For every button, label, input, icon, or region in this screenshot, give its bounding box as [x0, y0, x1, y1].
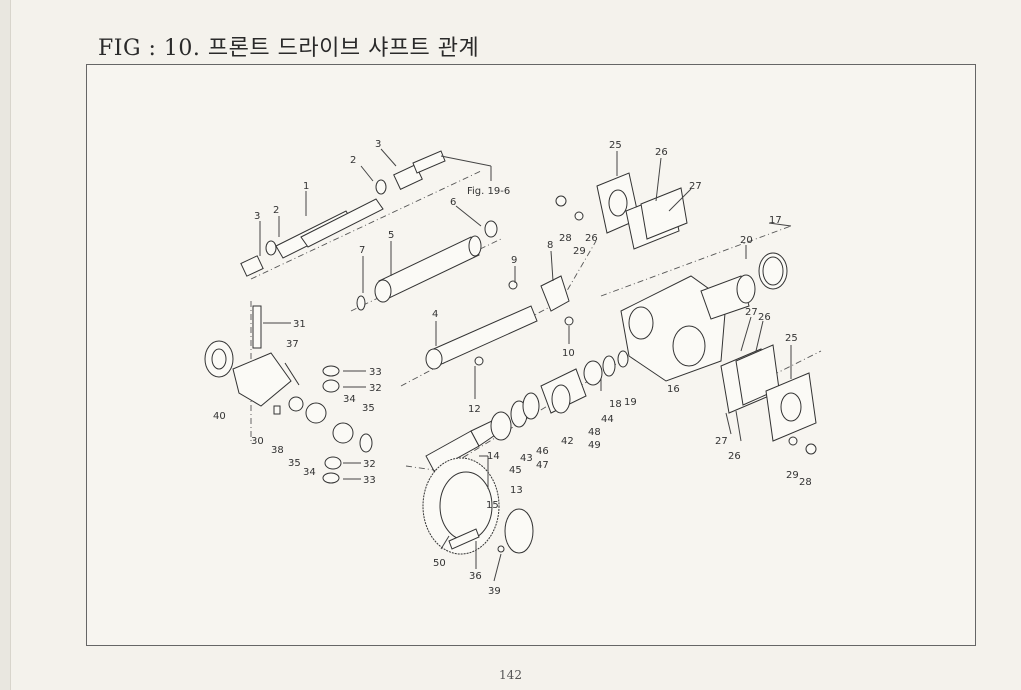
diagram-frame: 1 2 3 2 3 4 5 6 7 8 9 10 12 13 14 15 16 … [86, 64, 976, 646]
part-label-25: 25 [609, 140, 622, 151]
part-label-29: 29 [786, 470, 799, 481]
part-label-33: 33 [363, 475, 376, 486]
part-label-44: 44 [601, 414, 614, 425]
leader-lines [259, 148, 792, 582]
part-label-31: 31 [293, 319, 306, 330]
part-label-3: 3 [375, 139, 381, 150]
part-label-43: 43 [520, 453, 533, 464]
part-label-9: 9 [511, 255, 517, 266]
ring-gear [422, 457, 534, 555]
figure-reference: Fig. 19-6 [467, 186, 510, 197]
page-number: 142 [499, 668, 522, 682]
page-title: FIG : 10. 프론트 드라이브 샤프트 관계 [98, 36, 480, 61]
part-label-20: 20 [740, 235, 753, 246]
part-label-29: 29 [573, 246, 586, 257]
part-label-10: 10 [562, 348, 575, 359]
part-label-2: 2 [273, 205, 279, 216]
part-label-28: 28 [799, 477, 812, 488]
part-label-46: 46 [536, 446, 549, 457]
part-label-40: 40 [213, 411, 226, 422]
part-label-39: 39 [488, 586, 501, 597]
part-label-27: 27 [715, 436, 728, 447]
part-label-45: 45 [509, 465, 522, 476]
part-label-8: 8 [547, 240, 553, 251]
part-label-6: 6 [450, 197, 456, 208]
inner-shaft [425, 275, 574, 370]
part-label-4: 4 [432, 309, 438, 320]
part-label-33: 33 [369, 367, 382, 378]
part-label-5: 5 [388, 230, 394, 241]
pinion-assembly [425, 350, 629, 472]
part-label-47: 47 [536, 460, 549, 471]
part-label-34: 34 [343, 394, 356, 405]
upper-cover-gaskets [555, 172, 688, 250]
part-label-3: 3 [254, 211, 260, 222]
part-label-14: 14 [487, 451, 500, 462]
front-shaft-assembly [240, 150, 492, 277]
part-label-48: 48 [588, 427, 601, 438]
part-label-25: 25 [785, 333, 798, 344]
part-number-labels: 1 2 3 2 3 4 5 6 7 8 9 10 12 13 14 15 16 … [213, 139, 812, 597]
part-label-27: 27 [689, 181, 702, 192]
part-label-26: 26 [655, 147, 668, 158]
part-label-49: 49 [588, 440, 601, 451]
part-label-30: 30 [251, 436, 264, 447]
part-label-36: 36 [469, 571, 482, 582]
part-label-7: 7 [359, 245, 365, 256]
part-label-42: 42 [561, 436, 574, 447]
part-label-26: 26 [758, 312, 771, 323]
shaft-tube [356, 220, 498, 311]
part-label-18: 18 [609, 399, 622, 410]
part-label-1: 1 [303, 181, 309, 192]
part-label-35: 35 [362, 403, 375, 414]
part-label-26: 26 [728, 451, 741, 462]
part-label-35: 35 [288, 458, 301, 469]
part-label-19: 19 [624, 397, 637, 408]
part-label-32: 32 [369, 383, 382, 394]
part-label-16: 16 [667, 384, 680, 395]
page-edge [0, 0, 11, 690]
part-label-28: 28 [559, 233, 572, 244]
part-label-32: 32 [363, 459, 376, 470]
part-label-12: 12 [468, 404, 481, 415]
differential-assembly [204, 305, 373, 484]
part-label-2: 2 [350, 155, 356, 166]
axle-housing [620, 252, 788, 382]
part-label-27: 27 [745, 307, 758, 318]
exploded-parts-diagram: 1 2 3 2 3 4 5 6 7 8 9 10 12 13 14 15 16 … [204, 139, 822, 597]
lower-cover-gaskets [720, 344, 817, 455]
part-label-13: 13 [510, 485, 523, 496]
part-label-50: 50 [433, 558, 446, 569]
part-label-34: 34 [303, 467, 316, 478]
part-label-26: 26 [585, 233, 598, 244]
part-label-38: 38 [271, 445, 284, 456]
part-label-17: 17 [769, 215, 782, 226]
part-label-15: 15 [486, 500, 499, 511]
part-label-37: 37 [286, 339, 299, 350]
